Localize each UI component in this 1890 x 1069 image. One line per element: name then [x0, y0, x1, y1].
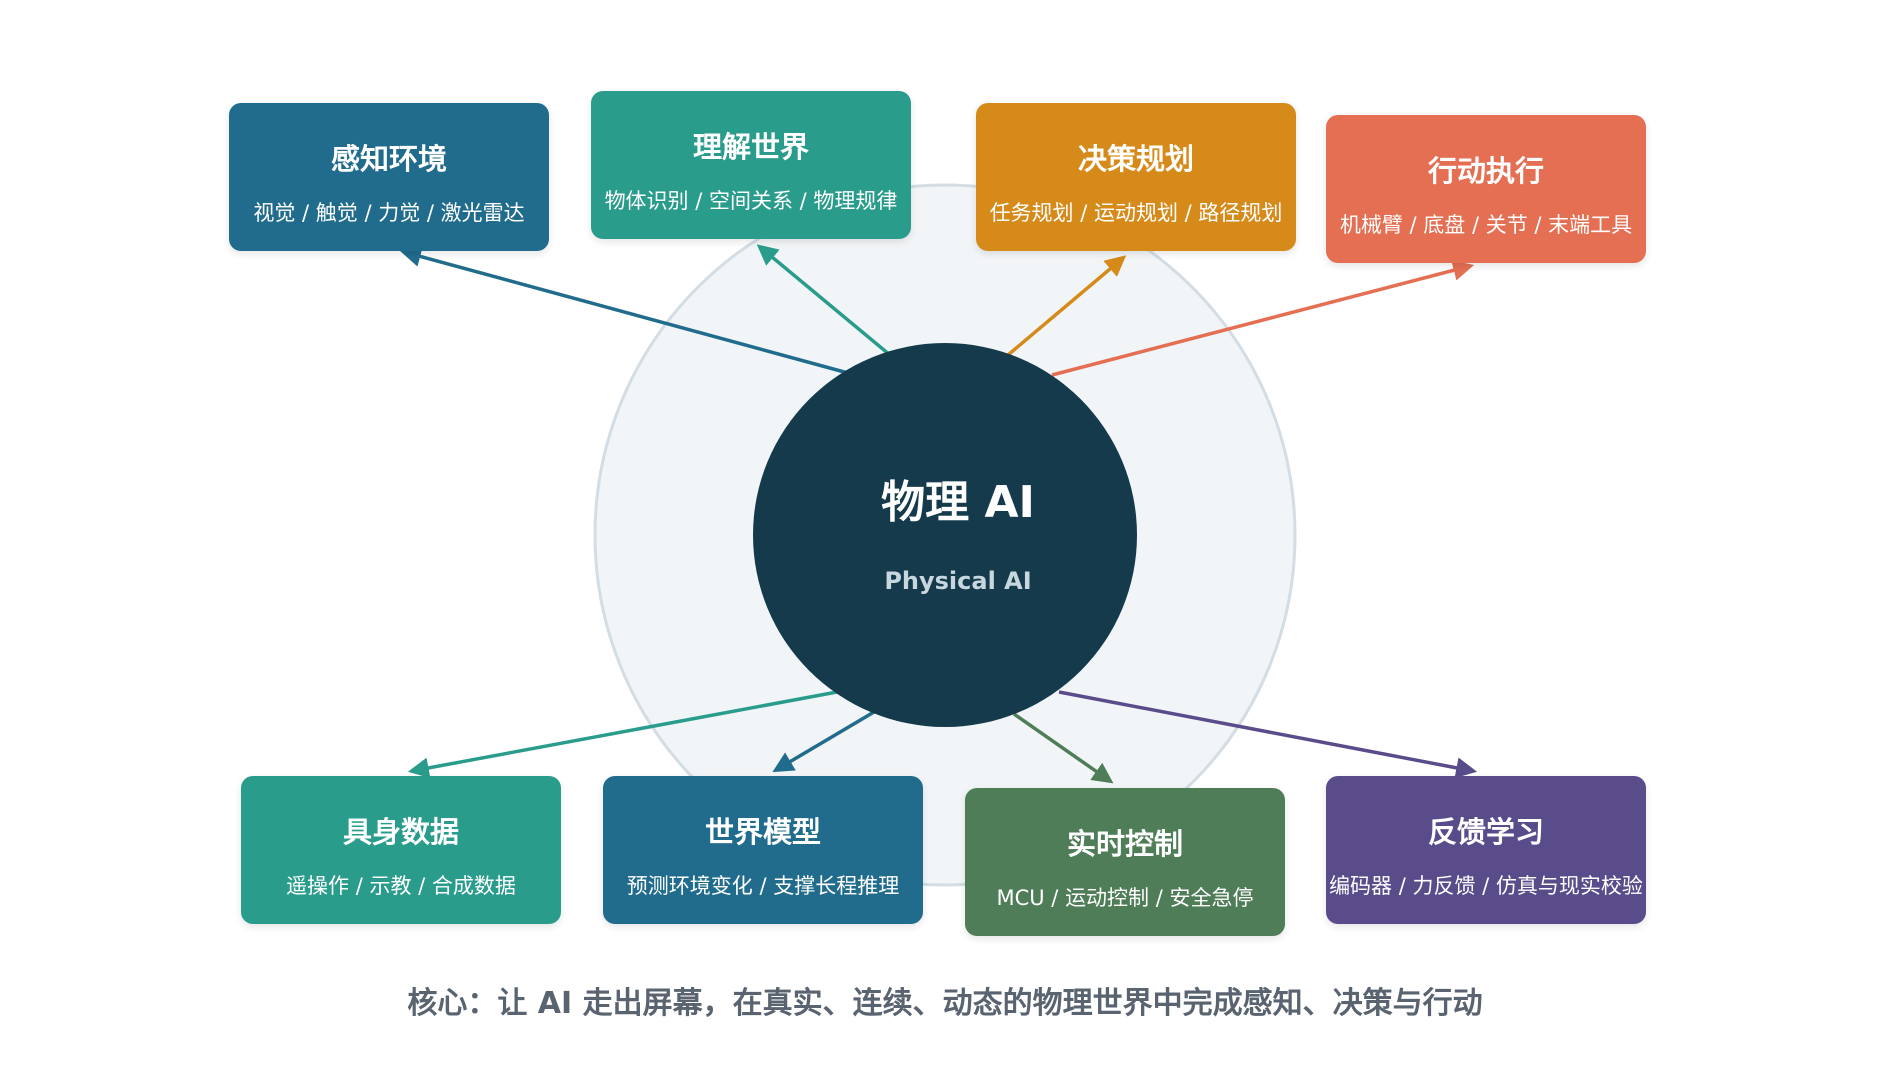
node-perceive: 感知环境 视觉 / 触觉 / 力觉 / 激光雷达	[229, 103, 549, 251]
node-subtitle: 编码器 / 力反馈 / 仿真与现实校验	[1329, 874, 1643, 898]
center-subtitle: Physical AI	[884, 567, 1032, 595]
center-circle	[753, 343, 1137, 727]
node-title: 实时控制	[1066, 827, 1183, 861]
arrow-to-understand	[756, 244, 892, 357]
arrow-layer	[399, 244, 1478, 784]
node-world-model: 世界模型 预测环境变化 / 支撑长程推理	[603, 776, 923, 924]
node-subtitle: 物体识别 / 空间关系 / 物理规律	[604, 189, 898, 213]
node-realtime-control: 实时控制 MCU / 运动控制 / 安全急停	[965, 788, 1285, 936]
node-title: 具身数据	[342, 815, 459, 849]
node-feedback-learning: 反馈学习 编码器 / 力反馈 / 仿真与现实校验	[1326, 776, 1646, 924]
node-embodied-data: 具身数据 遥操作 / 示教 / 合成数据	[241, 776, 561, 924]
node-title: 行动执行	[1427, 154, 1544, 188]
core-caption: 核心：让 AI 走出屏幕，在真实、连续、动态的物理世界中完成感知、决策与行动	[407, 986, 1483, 1021]
arrow-to-world-model	[772, 710, 875, 773]
arrow-to-perceive	[399, 246, 849, 375]
node-subtitle: 任务规划 / 运动规划 / 路径规划	[989, 201, 1283, 225]
arrow-to-embodied-data	[407, 690, 838, 779]
node-title: 理解世界	[692, 130, 809, 164]
node-subtitle: 遥操作 / 示教 / 合成数据	[286, 874, 516, 898]
node-subtitle: 预测环境变化 / 支撑长程推理	[626, 874, 900, 898]
arrow-to-feedback-learning	[1058, 690, 1478, 779]
node-plan: 决策规划 任务规划 / 运动规划 / 路径规划	[976, 103, 1296, 251]
center-title: 物理 AI	[881, 477, 1035, 528]
node-subtitle: 机械臂 / 底盘 / 关节 / 末端工具	[1339, 213, 1633, 237]
node-subtitle: 视觉 / 触觉 / 力觉 / 激光雷达	[253, 201, 525, 225]
arrow-to-plan	[1006, 255, 1127, 357]
node-title: 反馈学习	[1427, 815, 1544, 849]
node-title: 感知环境	[330, 142, 447, 176]
node-act: 行动执行 机械臂 / 底盘 / 关节 / 末端工具	[1326, 115, 1646, 263]
node-subtitle: MCU / 运动控制 / 安全急停	[996, 886, 1254, 910]
arrow-to-act	[1051, 260, 1475, 377]
arrow-to-realtime-control	[1012, 712, 1114, 784]
node-title: 世界模型	[704, 815, 821, 849]
node-understand: 理解世界 物体识别 / 空间关系 / 物理规律	[591, 91, 911, 239]
node-title: 决策规划	[1077, 142, 1194, 176]
